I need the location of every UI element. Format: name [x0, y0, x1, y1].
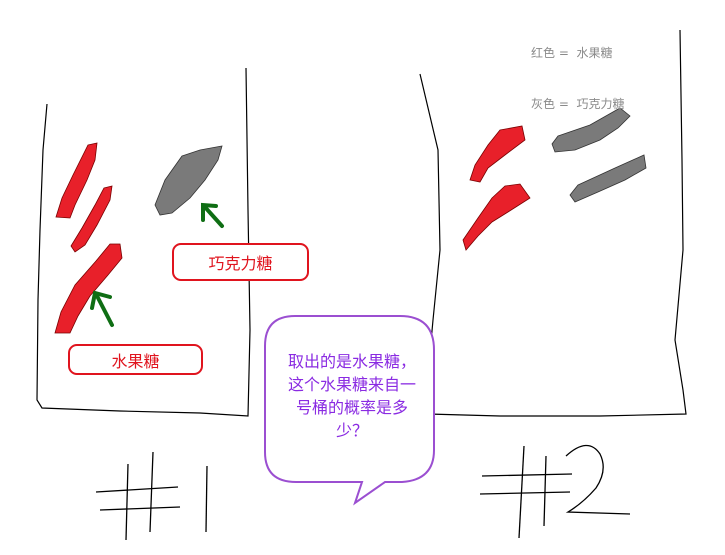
bucket-2-hash-label	[479, 444, 631, 539]
legend: 红色 = 水果糖 灰色 = 巧克力糖	[531, 11, 625, 130]
fruit-candy-2	[70, 185, 113, 253]
chocolate-candy-2	[551, 107, 631, 153]
arrow-to-chocolate	[201, 202, 224, 228]
fruit-candy-5	[462, 183, 531, 251]
question-text: 取出的是水果糖，这个水果糖来自一号桶的概率是多少？	[287, 352, 416, 440]
legend-chocolate: 灰色 = 巧克力糖	[531, 97, 625, 111]
chocolate-label: 巧克力糖	[172, 243, 309, 281]
bucket-1-hash-label	[95, 451, 208, 541]
arrow-to-fruit	[90, 290, 114, 327]
fruit-candy-1	[55, 142, 98, 219]
bucket-1-outline	[36, 67, 251, 417]
chocolate-candy-3	[569, 154, 647, 203]
fruit-label: 水果糖	[68, 344, 203, 375]
chocolate-candy-1	[154, 145, 223, 216]
bucket-2-outline	[419, 29, 687, 417]
fruit-candy-3	[54, 243, 123, 334]
legend-fruit: 红色 = 水果糖	[531, 46, 613, 60]
speech-bubble	[264, 315, 435, 506]
fruit-candy-4	[469, 125, 526, 183]
